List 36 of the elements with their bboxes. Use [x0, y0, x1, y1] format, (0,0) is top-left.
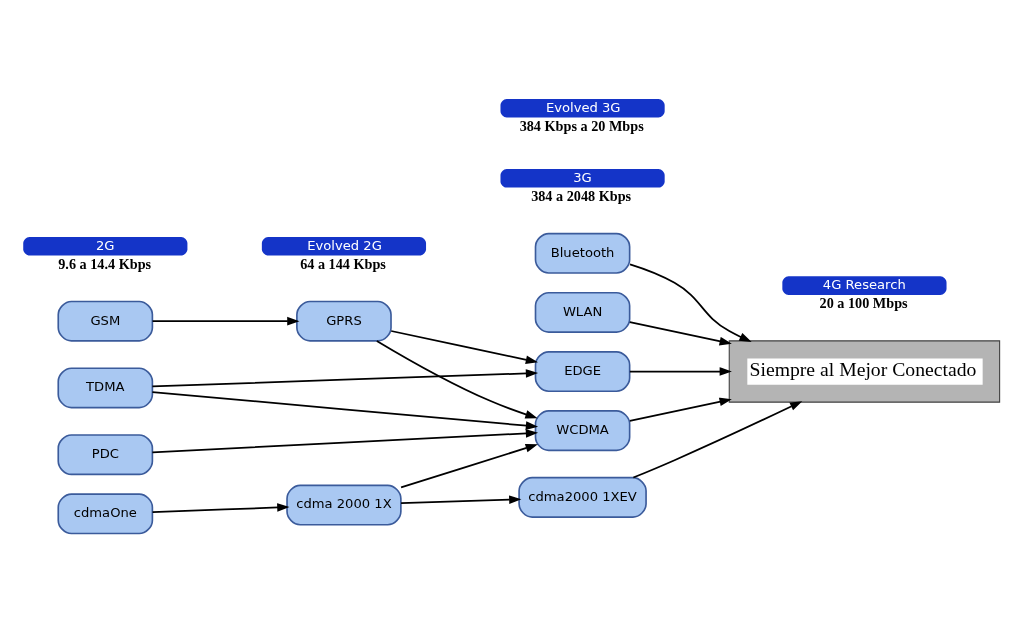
arrow — [151, 316, 299, 326]
node-label: 384 a 2048 Kbps — [530, 188, 631, 205]
arrow — [628, 397, 732, 422]
arrow — [399, 495, 521, 505]
arrow — [628, 321, 732, 346]
arrow — [628, 263, 752, 342]
node-box: PDC — [56, 434, 153, 476]
node-box: EDGE — [534, 351, 630, 393]
node-label: 64 a 144 Kbps — [299, 256, 386, 273]
arrow — [151, 429, 538, 454]
node-box: WCDMA — [534, 410, 630, 452]
node-label: 9.6 a 14.4 Kbps — [57, 256, 151, 273]
arrow — [628, 367, 732, 376]
arrow — [389, 330, 538, 364]
node-box: GSM — [56, 300, 153, 342]
node-box: 3G — [500, 169, 665, 188]
node-box: 4G Research — [781, 276, 947, 295]
arrow — [151, 369, 538, 388]
node-box: TDMA — [56, 367, 153, 409]
node-box: WLAN — [534, 291, 630, 333]
node-box: GPRS — [295, 300, 392, 342]
arrow — [375, 340, 538, 419]
node-box: Evolved 3G — [500, 98, 665, 118]
node-box: Bluetooth — [534, 232, 630, 274]
node-box: cdma 2000 1X — [285, 484, 402, 526]
node-box: Evolved 2G — [261, 236, 426, 256]
arrow — [151, 503, 289, 513]
arrow — [151, 391, 538, 430]
node-box: cdmaOne — [56, 493, 153, 535]
node-box: cdma2000 1XEV — [517, 476, 647, 518]
node-box: Siempre al Mejor Conectado — [728, 340, 1000, 403]
node-box: 2G — [22, 236, 187, 256]
arrow — [399, 443, 538, 489]
node-label: 384 Kbps a 20 Mbps — [519, 118, 644, 135]
node-label: 20 a 100 Mbps — [819, 295, 908, 312]
arrow — [632, 401, 802, 479]
